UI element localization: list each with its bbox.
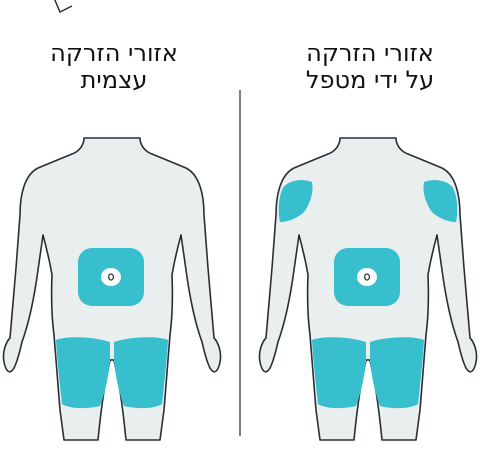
clipped-icon <box>54 0 72 12</box>
self-injection-figure <box>3 138 220 440</box>
caregiver-right-thigh-zone <box>370 337 424 408</box>
caregiver-left-thigh-zone <box>312 337 366 408</box>
self-left-thigh-zone <box>56 337 110 408</box>
self-navel <box>101 268 121 286</box>
self-right-thigh-zone <box>114 337 168 408</box>
caregiver-navel <box>357 268 377 286</box>
caregiver-injection-figure <box>259 138 476 440</box>
